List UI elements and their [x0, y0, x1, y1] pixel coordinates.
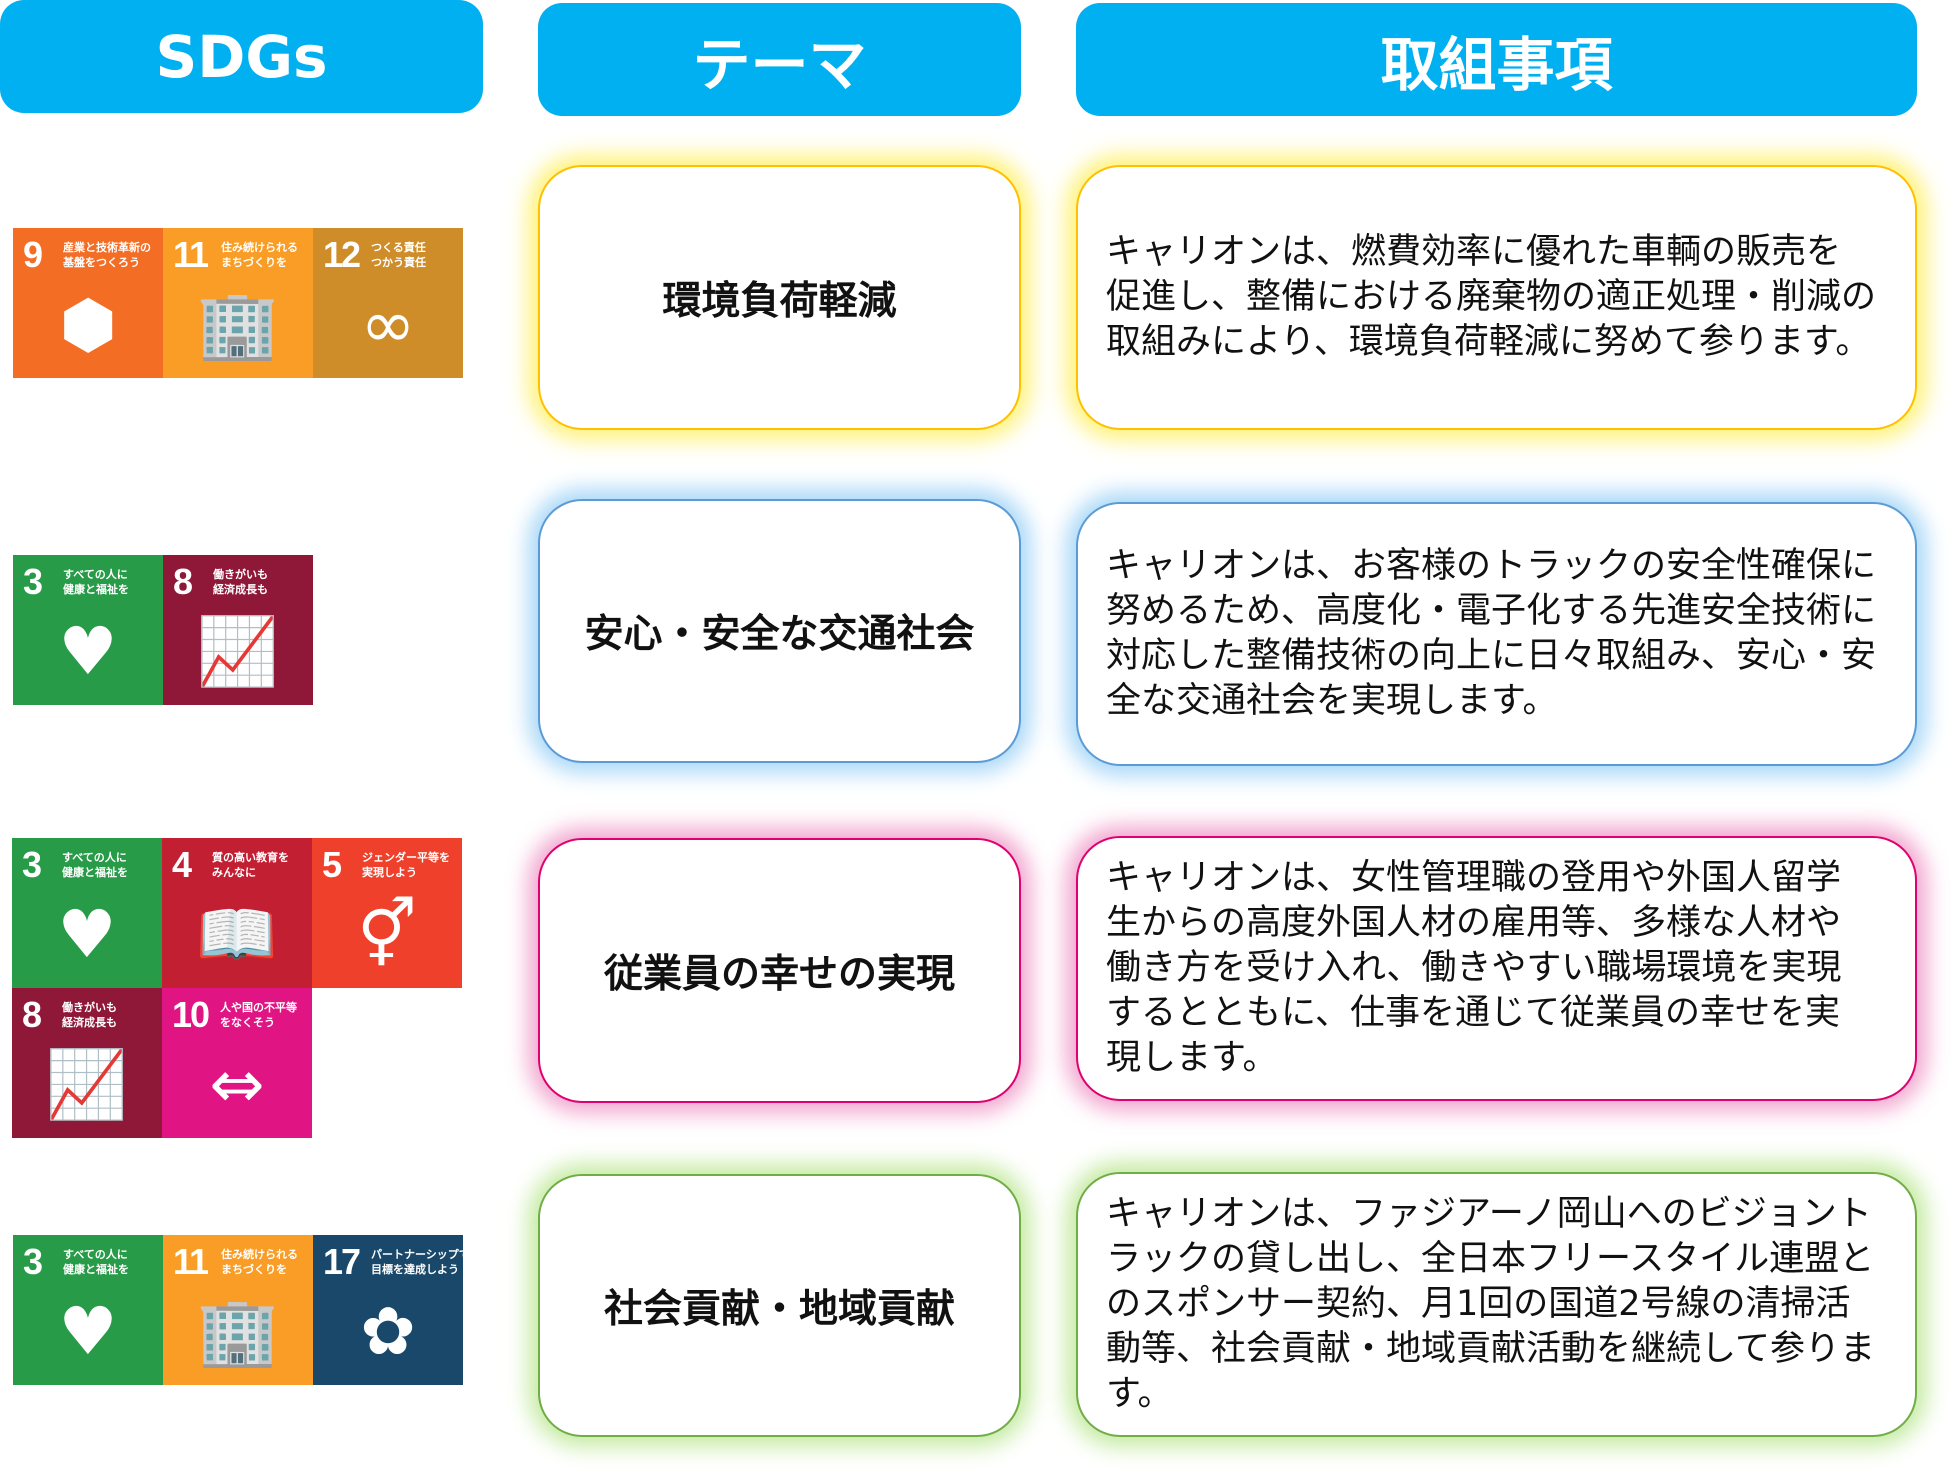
theme-label: 環境負荷軽減	[662, 278, 897, 324]
action-line: キャリオンは、お客様のトラックの安全性確保に	[1106, 546, 1877, 586]
action-cell: キャリオンは、女性管理職の登用や外国人留学 生からの高度外国人材の雇用等、多様な…	[1076, 836, 1917, 1101]
sdg-goal-label: 人や国の不平等 をなくそう	[220, 1001, 297, 1029]
action-line: するとともに、仕事を通じて従業員の幸せを実	[1106, 993, 1840, 1033]
growth-chart-icon: 📈	[45, 1046, 129, 1123]
sdg-goal-number: 8	[173, 561, 193, 602]
action-line: のスポンサー契約、月1回の国道2号線の清掃活	[1106, 1284, 1851, 1324]
sdg-goal-number: 9	[23, 234, 43, 275]
city-icon: 🏢	[196, 1293, 280, 1370]
sdg-goal-4-tile: 4 質の高い教育を みんなに 📖	[162, 838, 312, 988]
action-cell: キャリオンは、燃費効率に優れた車輌の販売を 促進し、整備における廃棄物の適正処理…	[1076, 165, 1917, 430]
action-line: 対応した整備技術の向上に日々取組み、安心・安	[1106, 636, 1877, 676]
sdg-goal-label: すべての人に 健康と福祉を	[63, 568, 129, 596]
sdg-goal-3-tile: 3 すべての人に 健康と福祉を ♥	[12, 838, 162, 988]
sdg-goal-label: 働きがいも 経済成長も	[213, 568, 268, 596]
action-line: 現します。	[1106, 1038, 1278, 1078]
heartbeat-icon: ♥	[58, 613, 118, 690]
sdg-goal-9-tile: 9 産業と技術革新の 基盤をつくろう ⬢	[13, 228, 163, 378]
sdg-goal-10-tile: 10 人や国の不平等 をなくそう ⇔	[162, 988, 312, 1138]
sdg-goal-label: 質の高い教育を みんなに	[212, 851, 289, 879]
action-line: キャリオンは、燃費効率に優れた車輌の販売を	[1106, 232, 1842, 272]
sdg-goal-number: 11	[173, 1241, 209, 1282]
action-line: 生からの高度外国人材の雇用等、多様な人材や	[1106, 903, 1842, 943]
gender-icon: ⚥	[357, 896, 417, 973]
sdg-goal-number: 17	[323, 1241, 361, 1282]
sdg-goal-17-tile: 17 パートナーシップで 目標を達成しよう ✿	[313, 1235, 470, 1385]
sdg-goal-label: パートナーシップで 目標を達成しよう	[371, 1248, 470, 1276]
sdg-goal-number: 5	[322, 844, 342, 885]
sdg-goal-label: つくる責任 つかう責任	[371, 241, 426, 269]
action-line: 取組みにより、環境負荷軽減に努めて参ります。	[1106, 322, 1871, 362]
city-icon: 🏢	[196, 286, 280, 363]
sdg-goal-number: 3	[23, 561, 43, 602]
action-line: 全な交通社会を実現します。	[1106, 681, 1558, 721]
sdg-goal-11-tile: 11 住み続けられる まちづくりを 🏢	[163, 228, 313, 378]
sdg-goal-label: ジェンダー平等を 実現しよう	[362, 851, 450, 879]
sdg-goal-label: 住み続けられる まちづくりを	[221, 1248, 298, 1276]
action-line: す。	[1106, 1374, 1173, 1414]
theme-cell: 社会貢献・地域貢献	[538, 1174, 1021, 1437]
theme-label: 安心・安全な交通社会	[584, 612, 975, 657]
sdg-goal-number: 8	[22, 994, 42, 1035]
sdg-goal-8-tile: 8 働きがいも 経済成長も 📈	[163, 555, 313, 705]
sdg-goal-number: 12	[323, 234, 361, 275]
action-line: 働き方を受け入れ、働きやすい職場環境を実現	[1106, 948, 1842, 988]
equality-arrows-icon: ⇔	[209, 1046, 265, 1123]
sdg-goal-label: 働きがいも 経済成長も	[62, 1001, 117, 1029]
theme-cell: 環境負荷軽減	[538, 165, 1021, 430]
heartbeat-icon: ♥	[57, 896, 117, 973]
sdg-goal-label: すべての人に 健康と福祉を	[63, 1248, 129, 1276]
action-line: 促進し、整備における廃棄物の適正処理・削減の	[1106, 277, 1877, 317]
header-theme-label: テーマ	[692, 30, 867, 99]
sdg-goal-number: 3	[23, 1241, 43, 1282]
sdg-goal-3-tile: 3 すべての人に 健康と福祉を ♥	[13, 555, 163, 705]
theme-label: 社会貢献・地域貢献	[603, 1286, 955, 1332]
cubes-icon: ⬢	[59, 286, 117, 363]
sdg-goal-3-tile: 3 すべての人に 健康と福祉を ♥	[13, 1235, 163, 1385]
theme-cell: 安心・安全な交通社会	[538, 499, 1021, 763]
theme-label: 従業員の幸せの実現	[603, 951, 955, 997]
book-icon: 📖	[195, 896, 279, 973]
header-theme: テーマ	[538, 3, 1021, 116]
sdg-goal-8-tile: 8 働きがいも 経済成長も 📈	[12, 988, 162, 1138]
heartbeat-icon: ♥	[58, 1293, 118, 1370]
sdg-goal-5-tile: 5 ジェンダー平等を 実現しよう ⚥	[312, 838, 462, 988]
partnership-rings-icon: ✿	[360, 1293, 416, 1370]
action-line: キャリオンは、女性管理職の登用や外国人留学	[1106, 858, 1842, 898]
header-sdgs-label: SDGs	[155, 22, 328, 91]
action-cell: キャリオンは、ファジアーノ岡山へのビジョント ラックの貸し出し、全日本フリースタ…	[1076, 1172, 1917, 1437]
sdg-goal-number: 3	[22, 844, 42, 885]
action-line: ラックの貸し出し、全日本フリースタイル連盟と	[1106, 1239, 1875, 1279]
action-line: 動等、社会貢献・地域貢献活動を継続して参りま	[1106, 1329, 1875, 1369]
theme-cell: 従業員の幸せの実現	[538, 838, 1021, 1103]
action-cell: キャリオンは、お客様のトラックの安全性確保に 努めるため、高度化・電子化する先進…	[1076, 502, 1917, 766]
infinity-icon: ∞	[360, 286, 416, 363]
header-sdgs: SDGs	[0, 0, 483, 113]
growth-chart-icon: 📈	[196, 613, 280, 690]
action-line: キャリオンは、ファジアーノ岡山へのビジョント	[1106, 1194, 1872, 1234]
action-line: 努めるため、高度化・電子化する先進安全技術に	[1106, 591, 1877, 631]
header-actions: 取組事項	[1076, 3, 1917, 116]
sdg-goal-number: 4	[172, 844, 192, 885]
sdg-goal-label: すべての人に 健康と福祉を	[62, 851, 128, 879]
sdg-goal-label: 住み続けられる まちづくりを	[221, 241, 298, 269]
sdg-goal-label: 産業と技術革新の 基盤をつくろう	[63, 241, 151, 269]
sdg-goal-number: 11	[173, 234, 209, 275]
sdg-goal-12-tile: 12 つくる責任 つかう責任 ∞	[313, 228, 463, 378]
header-actions-label: 取組事項	[1380, 30, 1613, 99]
sdg-goal-11-tile: 11 住み続けられる まちづくりを 🏢	[163, 1235, 313, 1385]
sdg-goal-number: 10	[172, 994, 210, 1035]
